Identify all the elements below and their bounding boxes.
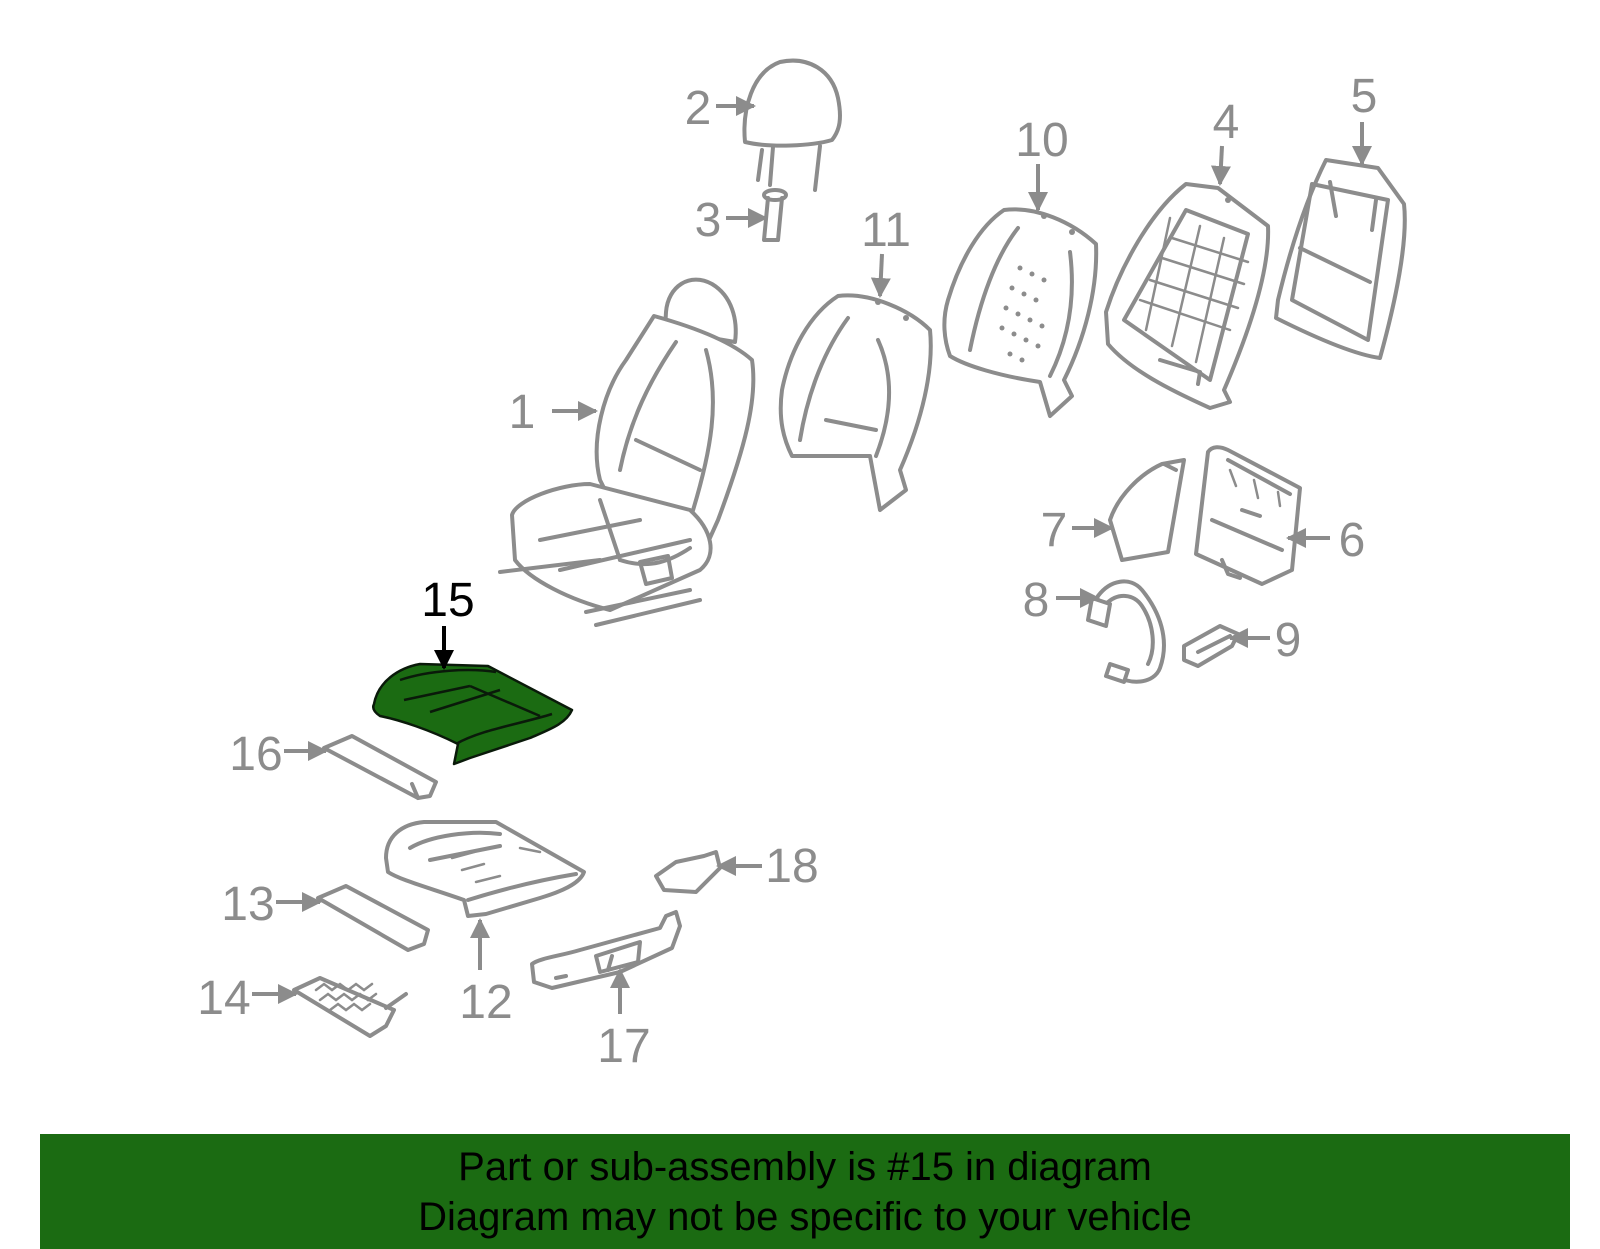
part-3-guide [762,188,788,242]
part-17-side-panel [530,910,682,990]
callout-label-15: 15 [421,574,474,627]
callout-label-12: 12 [459,976,512,1029]
part-10-backrest-pad [942,207,1099,418]
info-banner: Part or sub-assembly is #15 in diagram D… [40,1134,1570,1249]
part-7-side-trim [1108,458,1186,562]
banner-line-2: Diagram may not be specific to your vehi… [418,1194,1192,1239]
callout-label-10: 10 [1015,114,1068,167]
callout-14: 14 [197,972,298,1025]
callout-13: 13 [221,878,322,931]
callout-label-17: 17 [597,1020,650,1073]
part-9-connector [1182,624,1240,668]
callout-12: 12 [459,918,513,1029]
callout-label-18: 18 [765,840,818,893]
part-12-seat-pan [384,820,586,918]
callout-label-5: 5 [1351,70,1378,123]
callout-label-9: 9 [1275,614,1302,667]
part-5-rear-panel [1274,158,1407,360]
banner-line-1: Part or sub-assembly is #15 in diagram [458,1144,1152,1189]
callout-label-16: 16 [229,728,282,781]
callout-16: 16 [229,728,328,781]
callout-11: 11 [861,204,911,298]
callout-9: 9 [1228,614,1302,667]
callout-7: 7 [1041,504,1114,557]
callout-10: 10 [1015,114,1069,212]
callout-label-2: 2 [685,82,712,135]
callout-2: 2 [685,82,756,135]
part-13-pad [316,884,430,952]
callout-15: 15 [421,574,475,670]
callout-label-13: 13 [221,878,274,931]
part-15-seat-cushion [372,662,574,766]
callout-label-1: 1 [509,386,536,439]
callout-label-8: 8 [1023,574,1050,627]
callout-5: 5 [1351,70,1378,166]
callout-label-3: 3 [695,194,722,247]
part-8-harness [1086,579,1166,684]
callout-1: 1 [509,386,598,439]
callout-17: 17 [597,968,651,1073]
callout-label-6: 6 [1339,514,1366,567]
callout-label-14: 14 [197,972,250,1025]
callout-8: 8 [1023,574,1100,627]
part-18-bracket [654,850,722,894]
part-4-backrest-frame [1104,182,1271,410]
part-11-backrest-trim [778,293,933,512]
callout-3: 3 [695,194,768,247]
part-2-headrest [742,58,842,192]
callout-18: 18 [716,840,819,893]
callout-label-4: 4 [1213,96,1240,149]
callout-label-11: 11 [861,204,911,257]
callout-4: 4 [1210,96,1240,186]
callout-6: 6 [1286,514,1366,567]
part-1-seat-assembly [498,277,756,627]
callout-label-7: 7 [1041,504,1068,557]
part-14-heater-mat [292,976,408,1038]
part-6-lumbar [1194,445,1302,586]
part-16-insert [322,734,438,800]
